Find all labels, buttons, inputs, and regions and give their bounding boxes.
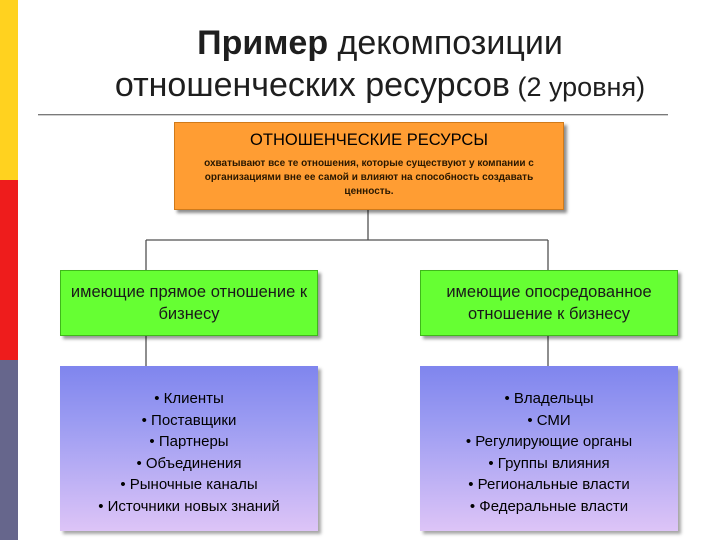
list-item: • Объединения	[136, 454, 242, 472]
title-line-2-level: (2 уровня)	[509, 72, 646, 102]
title-line-1-rest: декомпозиции	[328, 24, 563, 62]
title-line-2-main: отношенческих ресурсов	[114, 66, 510, 104]
list-direct-relation: • Клиенты • Поставщики • Партнеры • Объе…	[60, 366, 318, 531]
root-title: ОТНОШЕНЧЕСКИЕ РЕСУРСЫ	[250, 131, 488, 149]
list-item: • Клиенты	[154, 390, 224, 407]
title-line-1: Пример декомпозиции	[40, 22, 720, 64]
category-indirect-label: имеющие опосредованное отношение к бизне…	[446, 283, 652, 323]
list-indirect-relation: • Владельцы • СМИ • Регулирующие органы …	[420, 366, 678, 531]
category-indirect-relation: имеющие опосредованное отношение к бизне…	[420, 270, 678, 336]
list-item: • Регулирующие органы	[465, 433, 633, 450]
list-item: • Источники новых знаний	[98, 497, 280, 515]
decor-stripe-red	[0, 180, 18, 360]
list-item: • Владельцы	[504, 390, 594, 407]
root-description: охватывают все те отношения, которые сущ…	[204, 158, 534, 197]
title-line-2: отношенческих ресурсов (2 уровня)	[40, 64, 720, 108]
category-direct-label: имеющие прямое отношение к бизнесу	[70, 283, 308, 323]
list-item: • Группы влияния	[488, 454, 610, 472]
root-node-relational-resources: ОТНОШЕНЧЕСКИЕ РЕСУРСЫ охватывают все те …	[174, 122, 564, 210]
decor-stripe-gray	[0, 360, 18, 540]
list-item: • СМИ	[527, 411, 571, 429]
list-item: • Поставщики	[141, 411, 237, 429]
slide-title: Пример декомпозиции отношенческих ресурс…	[40, 22, 720, 108]
decor-stripe-yellow	[0, 0, 18, 180]
list-item: • Партнеры	[149, 433, 229, 450]
title-bold-word: Пример	[197, 24, 329, 62]
list-item: • Региональные власти	[468, 476, 630, 493]
title-divider	[38, 114, 668, 116]
list-item: • Рыночные каналы	[120, 476, 258, 493]
category-direct-relation: имеющие прямое отношение к бизнесу	[60, 270, 318, 336]
list-item: • Федеральные власти	[469, 497, 629, 515]
